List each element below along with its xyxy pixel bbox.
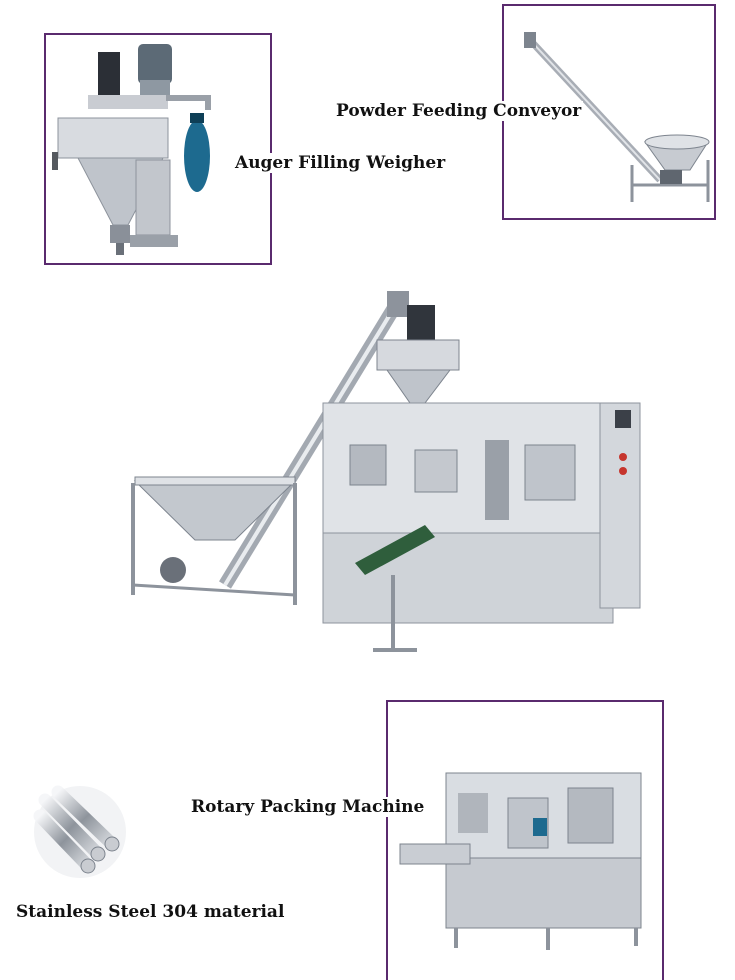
auger-weigher-frame [44, 33, 272, 265]
rotary-packing-machine-image [399, 772, 642, 950]
main-packing-line-image [131, 291, 641, 652]
stainless-steel-rods-image [33, 785, 126, 878]
stainless-steel-304-label: Stainless Steel 304 material [14, 902, 287, 922]
rotary-packing-machine-label: Rotary Packing Machine [189, 797, 427, 817]
powder-conveyor-image [524, 32, 710, 202]
auger-filling-weigher-label: Auger Filling Weigher [233, 153, 448, 173]
auger-filler-image [52, 44, 211, 255]
powder-feeding-conveyor-label: Powder Feeding Conveyor [334, 101, 584, 121]
rotary-packing-frame [386, 700, 664, 980]
